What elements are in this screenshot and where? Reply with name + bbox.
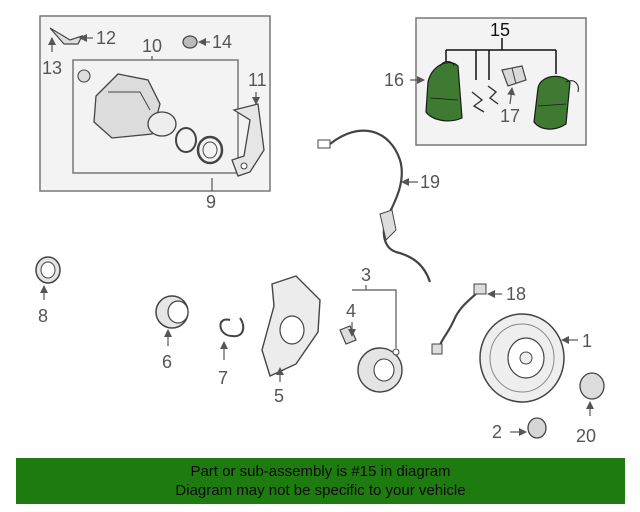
callout-11[interactable]: 11 <box>248 70 267 90</box>
wear-indicator-clips <box>471 85 499 113</box>
callout-1[interactable]: 1 <box>582 331 592 351</box>
callout-14[interactable]: 14 <box>212 32 232 52</box>
callout-9[interactable]: 9 <box>206 192 216 212</box>
brake-rotor <box>479 313 565 403</box>
callout-labels: 1 2 3 4 5 6 7 8 9 10 11 12 13 14 15 16 1… <box>38 20 596 446</box>
caliper-housing <box>77 69 177 139</box>
callout-13[interactable]: 13 <box>42 58 62 78</box>
callout-15[interactable]: 15 <box>490 20 510 40</box>
callout-4[interactable]: 4 <box>346 301 356 321</box>
callout-12[interactable]: 12 <box>96 28 116 48</box>
callout-7[interactable]: 7 <box>218 368 228 388</box>
callout-20[interactable]: 20 <box>576 426 596 446</box>
abs-sensor-wire <box>317 129 432 283</box>
callout-16[interactable]: 16 <box>384 70 404 90</box>
callout-17[interactable]: 17 <box>500 106 520 126</box>
wheel-bearing <box>155 295 189 329</box>
callout-6[interactable]: 6 <box>162 352 172 372</box>
callout-leaders <box>40 34 594 436</box>
callout-2[interactable]: 2 <box>492 422 502 442</box>
hub-nut <box>527 417 547 439</box>
callout-5[interactable]: 5 <box>274 386 284 406</box>
guide-pin-boot <box>182 35 198 49</box>
grease-seal <box>35 256 61 284</box>
callout-10[interactable]: 10 <box>142 36 162 56</box>
callout-18[interactable]: 18 <box>506 284 526 304</box>
hub-cap <box>579 372 605 400</box>
callout-8[interactable]: 8 <box>38 306 48 326</box>
piston-boot <box>196 135 224 165</box>
callout-3[interactable]: 3 <box>361 265 371 285</box>
caliper-assembly-box <box>39 15 271 192</box>
splash-shield <box>261 275 321 377</box>
wheel-hub <box>357 347 403 393</box>
brake-pad-right[interactable] <box>533 75 579 130</box>
brake-hose <box>431 283 487 355</box>
banner-line-2: Diagram may not be specific to your vehi… <box>175 482 466 499</box>
brake-parts-diagram: 1 2 3 4 5 6 7 8 9 10 11 12 13 14 15 16 1… <box>35 15 605 446</box>
brake-pad-left[interactable] <box>425 61 463 122</box>
hub-bolt <box>339 325 357 345</box>
diagram-notice-banner: Part or sub-assembly is #15 in diagram D… <box>16 458 625 504</box>
snap-ring <box>219 317 245 338</box>
caliper-bracket <box>231 103 265 177</box>
callout-19[interactable]: 19 <box>420 172 440 192</box>
anti-rattle-clip <box>501 65 527 87</box>
banner-line-1: Part or sub-assembly is #15 in diagram <box>190 463 451 480</box>
piston-seal <box>175 127 197 153</box>
